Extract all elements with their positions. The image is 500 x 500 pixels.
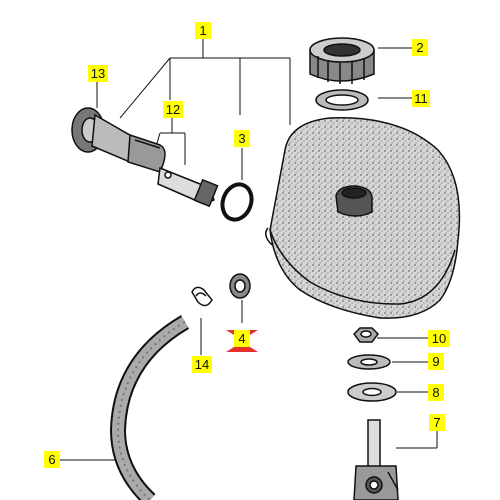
- callout-4[interactable]: 4: [234, 330, 250, 347]
- hose-clip-illustration: [191, 286, 213, 307]
- callout-label-2: 2: [416, 40, 423, 55]
- callout-highlight: [88, 65, 108, 82]
- callout-10[interactable]: 10: [428, 330, 450, 347]
- fuel-tank-illustration: [265, 117, 461, 319]
- leader-lines: [60, 38, 438, 461]
- callout-1[interactable]: 1: [195, 22, 211, 39]
- callouts: 1 2 3 4 6 7 8: [44, 22, 450, 468]
- callout-highlight: [163, 101, 183, 118]
- callout-highlight: [429, 414, 445, 431]
- callout-6[interactable]: 6: [44, 451, 60, 468]
- callout-highlight: [428, 384, 444, 401]
- nut-illustration: [353, 327, 379, 343]
- filler-cap-illustration: [309, 37, 375, 84]
- callout-label-1: 1: [199, 23, 206, 38]
- callout-label-11: 11: [414, 91, 428, 106]
- callout-label-10: 10: [432, 331, 446, 346]
- callout-highlight: [412, 39, 428, 56]
- callout-label-6: 6: [48, 452, 55, 467]
- cap-gasket-illustration: [315, 89, 369, 111]
- callout-13[interactable]: 13: [88, 65, 108, 82]
- callout-14[interactable]: 14: [192, 356, 212, 373]
- callout-highlight: [44, 451, 60, 468]
- callout-label-13: 13: [91, 66, 105, 81]
- o-ring-illustration: [220, 182, 254, 222]
- callout-label-9: 9: [432, 354, 439, 369]
- callout-label-4: 4: [238, 331, 245, 346]
- washer-illustration: [347, 382, 397, 402]
- callout-12[interactable]: 12: [163, 101, 183, 118]
- callout-label-3: 3: [238, 131, 245, 146]
- callout-label-7: 7: [433, 415, 440, 430]
- callout-label-8: 8: [432, 385, 439, 400]
- pump-knob-illustration: [71, 107, 166, 173]
- callout-highlight: [412, 90, 430, 107]
- callout-label-14: 14: [195, 357, 209, 372]
- callout-highlight: [234, 130, 250, 147]
- parts-illustration: [71, 37, 461, 500]
- callout-highlight: [428, 353, 444, 370]
- callout-3[interactable]: 3: [234, 130, 250, 147]
- callout-9[interactable]: 9: [428, 353, 444, 370]
- pump-plunger-illustration: [157, 166, 219, 208]
- callout-2[interactable]: 2: [412, 39, 428, 56]
- callout-11[interactable]: 11: [412, 90, 430, 107]
- callout-highlight: [234, 330, 250, 347]
- callout-8[interactable]: 8: [428, 384, 444, 401]
- grommet-illustration: [229, 273, 251, 299]
- callout-7[interactable]: 7: [429, 414, 445, 431]
- fuel-petcock-illustration: [353, 419, 399, 500]
- callout-highlight: [428, 330, 450, 347]
- fuel-hose-illustration: [109, 315, 190, 500]
- washer-small-illustration: [347, 354, 391, 370]
- callout-highlight: [195, 22, 211, 39]
- callout-highlight: [192, 356, 212, 373]
- callout-label-12: 12: [166, 102, 180, 117]
